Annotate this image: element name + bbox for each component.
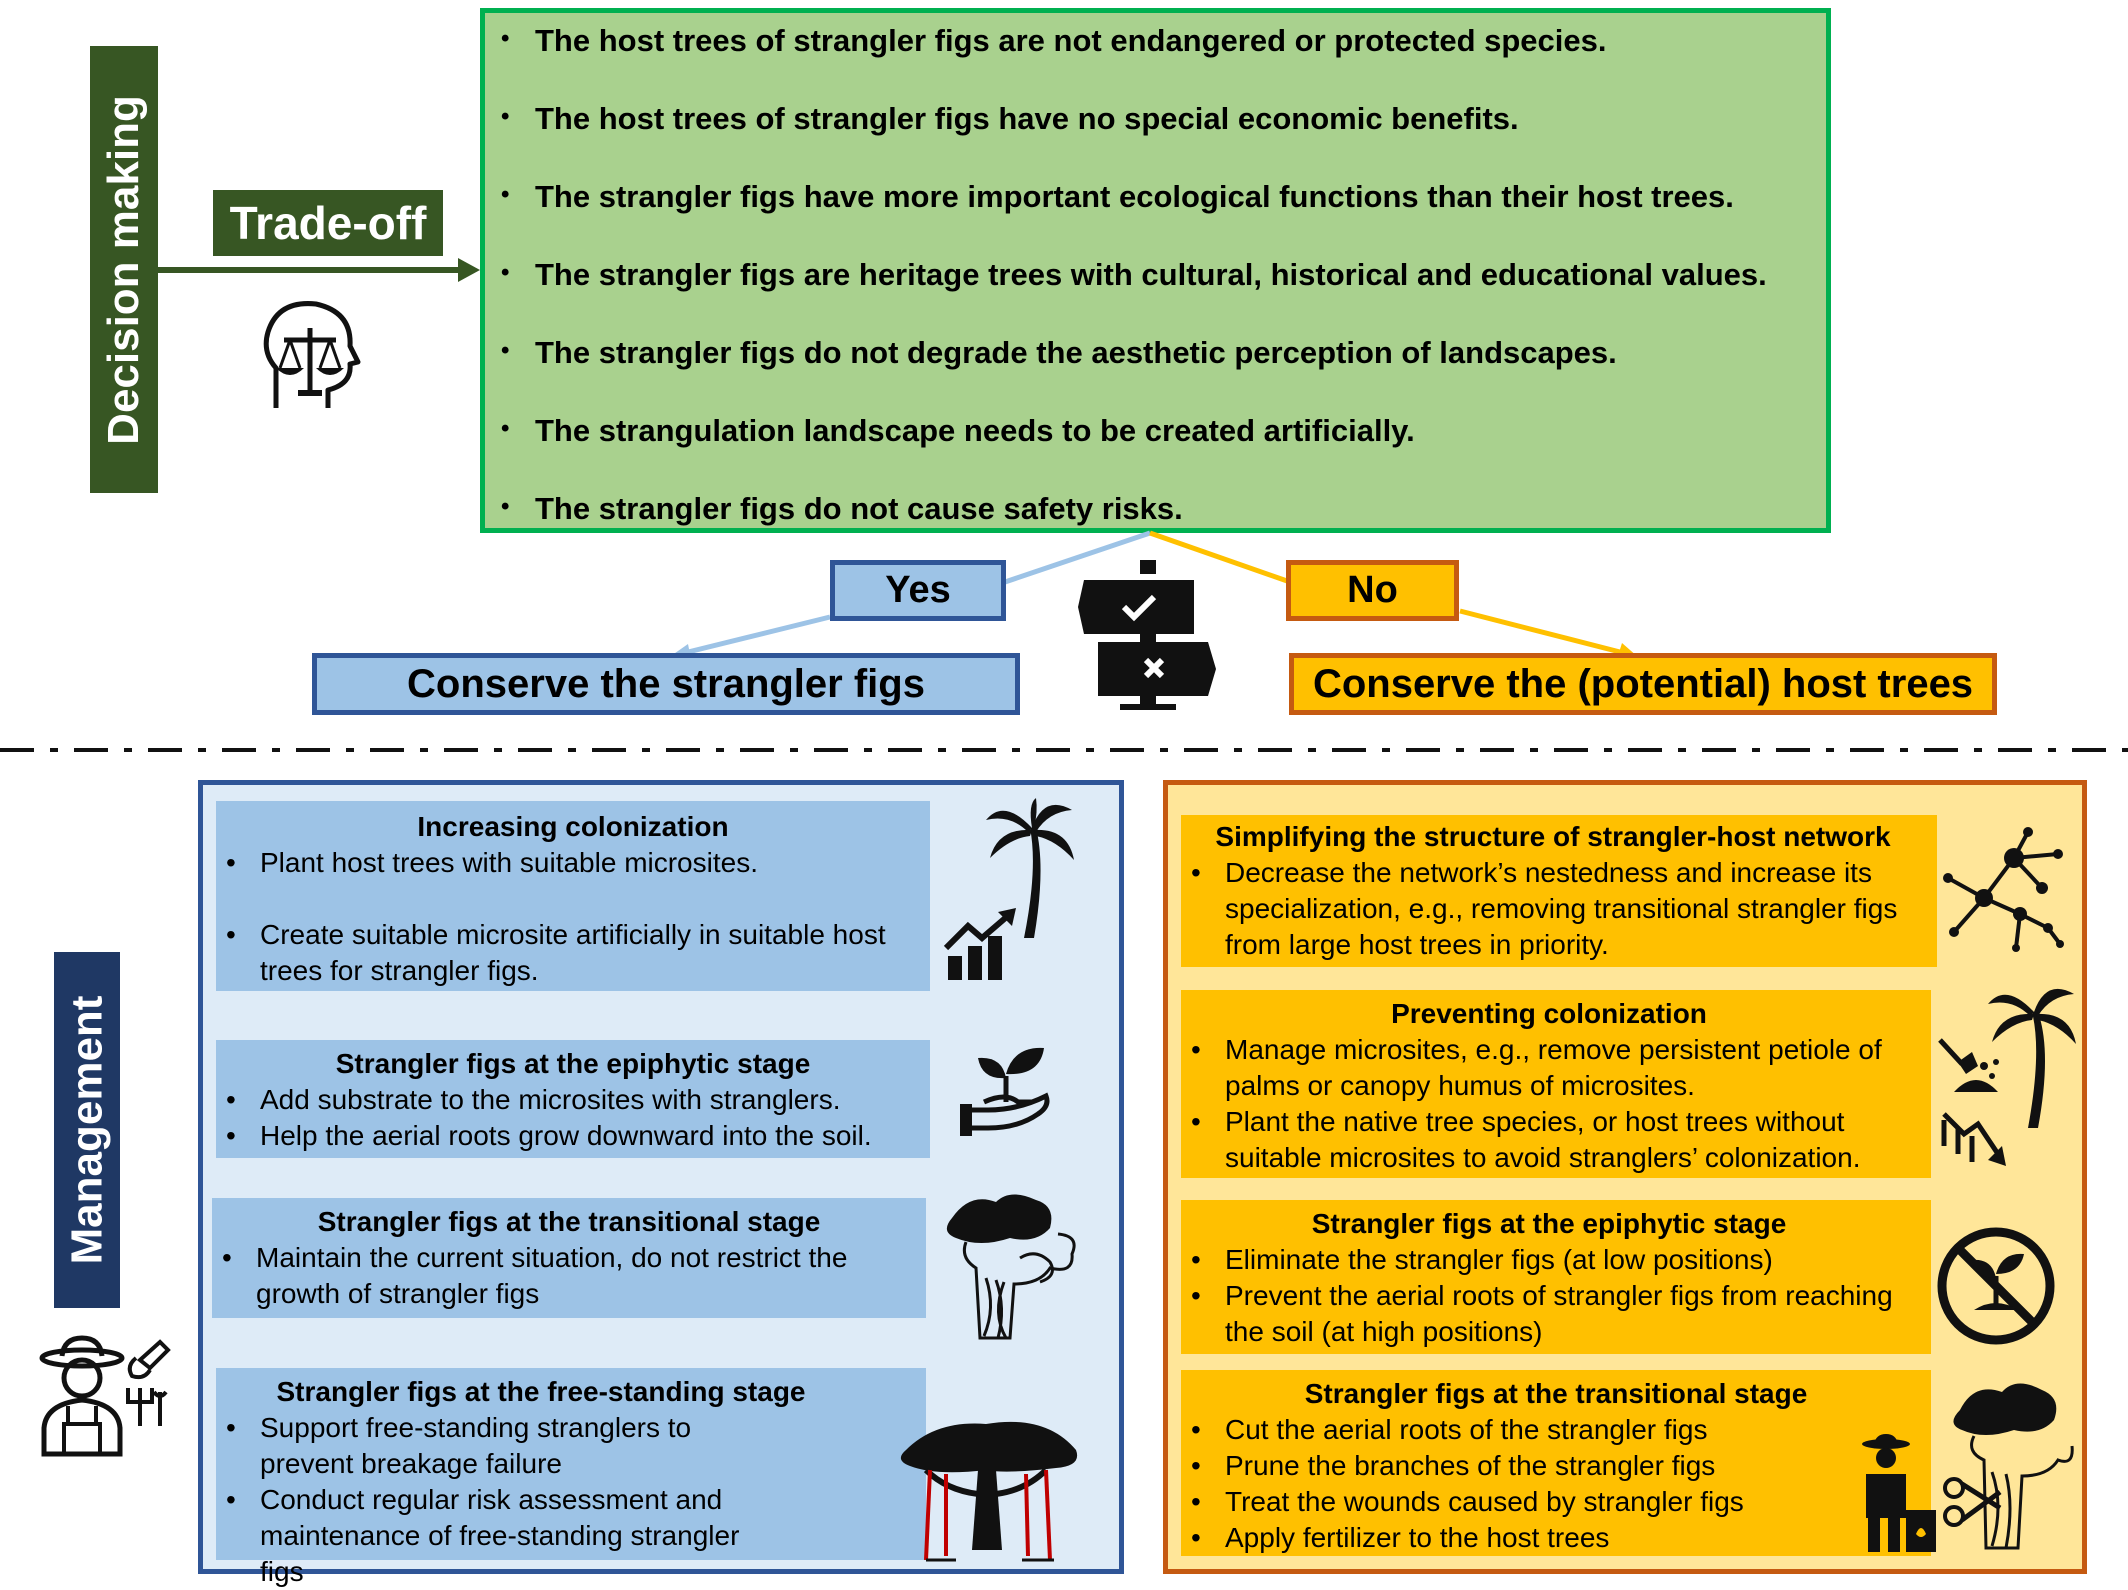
decision-making-label: Decision making — [90, 46, 158, 493]
signpost-icon — [1078, 560, 1216, 710]
card-item: Help the aerial roots grow downward into… — [216, 1118, 930, 1154]
card-item: Maintain the current situation, do not r… — [212, 1240, 926, 1312]
card-item: Manage microsites, e.g., remove persiste… — [1181, 1032, 1917, 1104]
card-item: Treat the wounds caused by strangler fig… — [1181, 1484, 1931, 1520]
card-title: Strangler figs at the transitional stage — [1304, 1378, 1808, 1409]
card-item: Support free-standing stranglers to prev… — [216, 1410, 866, 1482]
gardener-icon — [1862, 1434, 1936, 1552]
management-label: Management — [54, 952, 120, 1308]
conserve-figs-box: Conserve the strangler figs — [312, 653, 1020, 715]
card-item: Create suitable microsite artificially i… — [216, 917, 930, 989]
card-item: Prune the branches of the strangler figs — [1181, 1448, 1931, 1484]
host-epiphytic-stage-card: Strangler figs at the epiphytic stage El… — [1181, 1200, 1931, 1354]
scissors-tree-icon — [1943, 1383, 2074, 1550]
conserve-figs-text: Conserve the strangler figs — [407, 661, 925, 706]
trade-off-text: Trade-off — [229, 197, 427, 249]
card-title: Strangler figs at the epiphytic stage — [335, 1048, 811, 1079]
card-item: Cut the aerial roots of the strangler fi… — [1181, 1412, 1931, 1448]
banyan-tree-icon — [900, 1421, 1078, 1562]
no-box: No — [1286, 560, 1459, 621]
seedling-hand-icon — [960, 1047, 1050, 1136]
farmer-tools-icon — [39, 1335, 171, 1457]
conserve-hosts-box: Conserve the (potential) host trees — [1289, 653, 1997, 715]
transitional-stage-card: Strangler figs at the transitional stage… — [212, 1198, 926, 1318]
network-icon — [1943, 827, 2064, 952]
card-item: Eliminate the strangler figs (at low pos… — [1181, 1242, 1917, 1278]
strangler-fig-tree-icon — [946, 1194, 1076, 1340]
epiphytic-stage-card: Strangler figs at the epiphytic stage Ad… — [216, 1040, 930, 1158]
free-standing-stage-card: Strangler figs at the free-standing stag… — [216, 1368, 926, 1587]
card-title: Strangler figs at the transitional stage — [317, 1206, 821, 1237]
decline-chart-icon — [1941, 1112, 2006, 1166]
simplifying-network-card: Simplifying the structure of strangler-h… — [1181, 815, 1937, 967]
trade-off-label: Trade-off — [213, 190, 443, 256]
section-divider — [0, 748, 2128, 752]
no-text: No — [1347, 569, 1398, 611]
preventing-colonization-card: Preventing colonization Manage microsite… — [1181, 990, 1931, 1178]
card-title: Preventing colonization — [1391, 998, 1707, 1029]
card-item: Add substrate to the microsites with str… — [216, 1082, 930, 1118]
card-title: Strangler figs at the epiphytic stage — [1311, 1208, 1787, 1239]
card-item: Prevent the aerial roots of strangler fi… — [1181, 1278, 1917, 1350]
card-item: Plant host trees with suitable microsite… — [216, 845, 930, 881]
management-text: Management — [62, 995, 112, 1265]
palm-shovel-icon — [1938, 988, 2076, 1128]
card-title: Simplifying the structure of strangler-h… — [1215, 821, 1891, 852]
card-title: Increasing colonization — [417, 811, 729, 842]
no-plant-icon — [1937, 1227, 2055, 1345]
host-transitional-stage-card: Strangler figs at the transitional stage… — [1181, 1370, 1931, 1556]
head-balance-scale-icon — [263, 301, 361, 408]
yes-text: Yes — [885, 569, 951, 611]
card-item: Apply fertilizer to the host trees — [1181, 1520, 1931, 1556]
palm-tree-icon — [986, 798, 1074, 938]
conserve-hosts-text: Conserve the (potential) host trees — [1312, 661, 1974, 706]
decision-making-text: Decision making — [99, 94, 149, 445]
card-title: Strangler figs at the free-standing stag… — [276, 1376, 806, 1407]
criteria-box: The host trees of strangler figs are not… — [480, 8, 1831, 533]
card-item: Conduct regular risk assessment and main… — [216, 1482, 866, 1590]
yes-box: Yes — [830, 560, 1006, 621]
card-item: Plant the native tree species, or host t… — [1181, 1104, 1917, 1176]
card-item: Decrease the network’s nestedness and in… — [1181, 855, 1925, 963]
increasing-colonization-card: Increasing colonization Plant host trees… — [216, 801, 930, 991]
growth-chart-icon — [943, 908, 1016, 980]
